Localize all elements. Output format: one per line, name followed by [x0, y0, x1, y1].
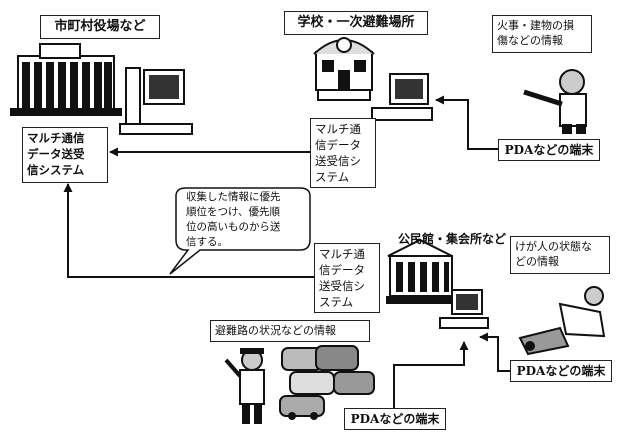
- arrow-community-to-cityhall: [63, 183, 314, 278]
- pda-terminal-bottom-rest: などの端末: [379, 412, 440, 426]
- arrow-pda-bottom-to-community: [393, 341, 469, 410]
- callout-line: 信する。: [186, 236, 228, 248]
- firefighter-icon: [523, 69, 587, 134]
- fire-damage-info-label: 火事・建物の損 傷などの情報: [492, 15, 592, 53]
- school-system-line: 信データ: [315, 138, 361, 152]
- traffic-jam-icon: [279, 345, 375, 420]
- city-hall-title: 市町村役場など: [40, 15, 160, 39]
- arrow-pda-right-to-community: [479, 332, 510, 372]
- city-hall-system-line: データ送受: [27, 147, 85, 161]
- pda-terminal-right: PDAなどの端末: [510, 360, 612, 382]
- pda-terminal-top-rest: などの端末: [533, 143, 594, 157]
- evacuation-route-info-label: 避難路の状況などの情報: [210, 320, 370, 342]
- pda-terminal-top-latin: PDA: [504, 143, 534, 157]
- fire-damage-info-line: 傷などの情報: [497, 34, 563, 47]
- injured-person-icon: [518, 286, 606, 356]
- callout-bubble-shape: [169, 187, 311, 275]
- pda-terminal-bottom: PDAなどの端末: [344, 408, 446, 430]
- community-system-line: 信データ: [319, 263, 365, 277]
- injured-info-label: けが人の状態な どの情報: [510, 236, 610, 274]
- pda-terminal-bottom-latin: PDA: [350, 412, 380, 426]
- pda-terminal-right-latin: PDA: [516, 364, 546, 378]
- arrow-pda-top-to-school: [435, 95, 498, 150]
- city-hall-system-line: マルチ通信: [27, 131, 85, 145]
- school-system-line: ステム: [315, 170, 350, 184]
- community-system-line: ステム: [319, 295, 354, 309]
- callout-text: 収集した情報に優先 順位をつけ、優先順 位の高いものから送 信する。: [186, 190, 308, 250]
- community-system-line: 送受信シ: [319, 279, 365, 293]
- community-center-building-icon: [386, 238, 456, 304]
- city-hall-system-line: 信システム: [27, 163, 85, 177]
- injured-info-line: けが人の状態な: [515, 240, 592, 253]
- pda-terminal-right-rest: などの端末: [545, 364, 606, 378]
- pda-terminal-top: PDAなどの端末: [498, 139, 600, 161]
- city-hall-computer-icon: [119, 67, 193, 135]
- callout-line: 収集した情報に優先: [186, 191, 281, 203]
- city-hall-building-icon: [10, 43, 122, 116]
- police-officer-icon: [224, 348, 265, 424]
- callout-line: 順位をつけ、優先順: [186, 206, 280, 218]
- school-system-box: マルチ通 信データ 送受信シ ステム: [310, 118, 376, 188]
- school-system-line: マルチ通: [315, 122, 361, 136]
- fire-damage-info-line: 火事・建物の損: [497, 19, 574, 32]
- school-system-line: 送受信シ: [315, 154, 361, 168]
- injured-info-line: どの情報: [515, 255, 559, 268]
- community-center-computer-icon: [439, 289, 489, 329]
- school-title: 学校・一次避難場所: [284, 11, 428, 35]
- callout-line: 位の高いものから送: [186, 221, 281, 233]
- community-center-system-box: マルチ通 信データ 送受信シ ステム: [314, 243, 380, 313]
- community-system-line: マルチ通: [319, 247, 365, 261]
- city-hall-system-box: マルチ通信 データ送受 信システム: [22, 127, 108, 183]
- school-building-icon: [313, 37, 375, 101]
- school-computer-icon: [371, 73, 433, 121]
- community-center-title: 公民館・集会所など: [397, 232, 506, 246]
